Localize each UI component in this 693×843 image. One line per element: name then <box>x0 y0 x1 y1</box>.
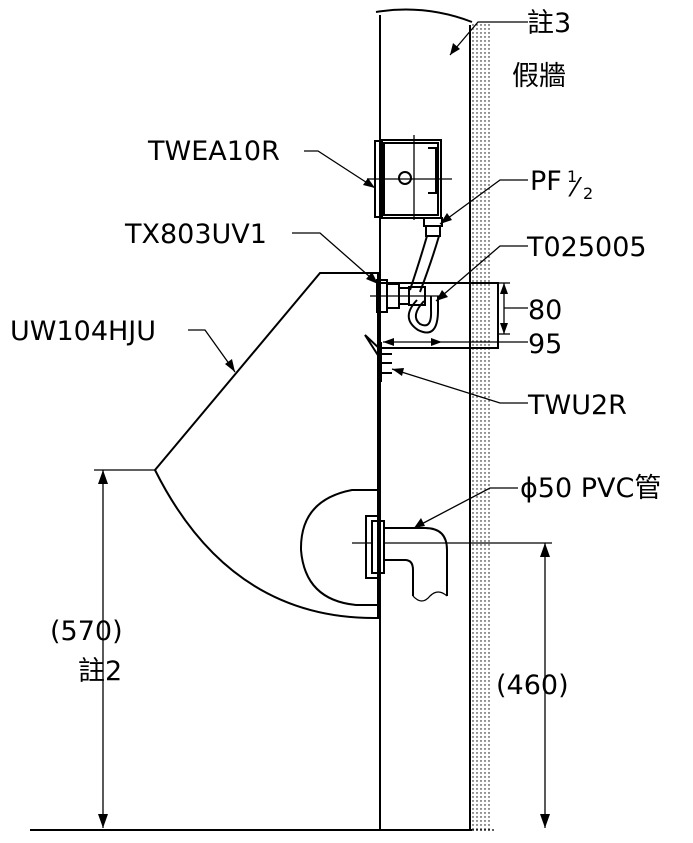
twea10r-label: TWEA10R <box>147 136 280 167</box>
dimension-570 <box>94 469 155 828</box>
dimension-460 <box>442 542 552 828</box>
false-wall-label: 假牆 <box>512 61 566 92</box>
note3-label: 註3 <box>527 8 571 39</box>
drain-outlet <box>352 515 448 602</box>
t025005-label: T025005 <box>526 232 647 263</box>
tx803uv1-label: TX803UV1 <box>124 219 267 250</box>
dim-95-label: 95 <box>528 329 562 360</box>
leader-lines <box>188 21 528 529</box>
dimension-95 <box>383 338 528 346</box>
twea10r-control-box <box>367 135 452 237</box>
pf-size-label: PF 1 ⁄ 2 <box>530 166 593 203</box>
pf-label: PF <box>530 166 562 197</box>
pf-denominator: 2 <box>583 184 593 203</box>
note2-label: 註2 <box>78 656 122 687</box>
twu2r-label: TWU2R <box>527 390 627 421</box>
uw104hju-urinal <box>153 272 379 620</box>
dimension-80 <box>498 282 528 335</box>
uw104hju-label: UW104HJU <box>10 316 156 347</box>
false-wall <box>375 8 492 832</box>
pf-numerator: 1 <box>567 167 577 186</box>
dim-570-label: (570) <box>50 616 123 647</box>
dim-460-label: (460) <box>496 670 569 701</box>
pvc-pipe-label: ϕ50 PVC管 <box>520 473 661 504</box>
twu2r-bracket <box>364 334 392 382</box>
t025005-trap <box>379 282 499 349</box>
dim-80-label: 80 <box>528 295 562 326</box>
